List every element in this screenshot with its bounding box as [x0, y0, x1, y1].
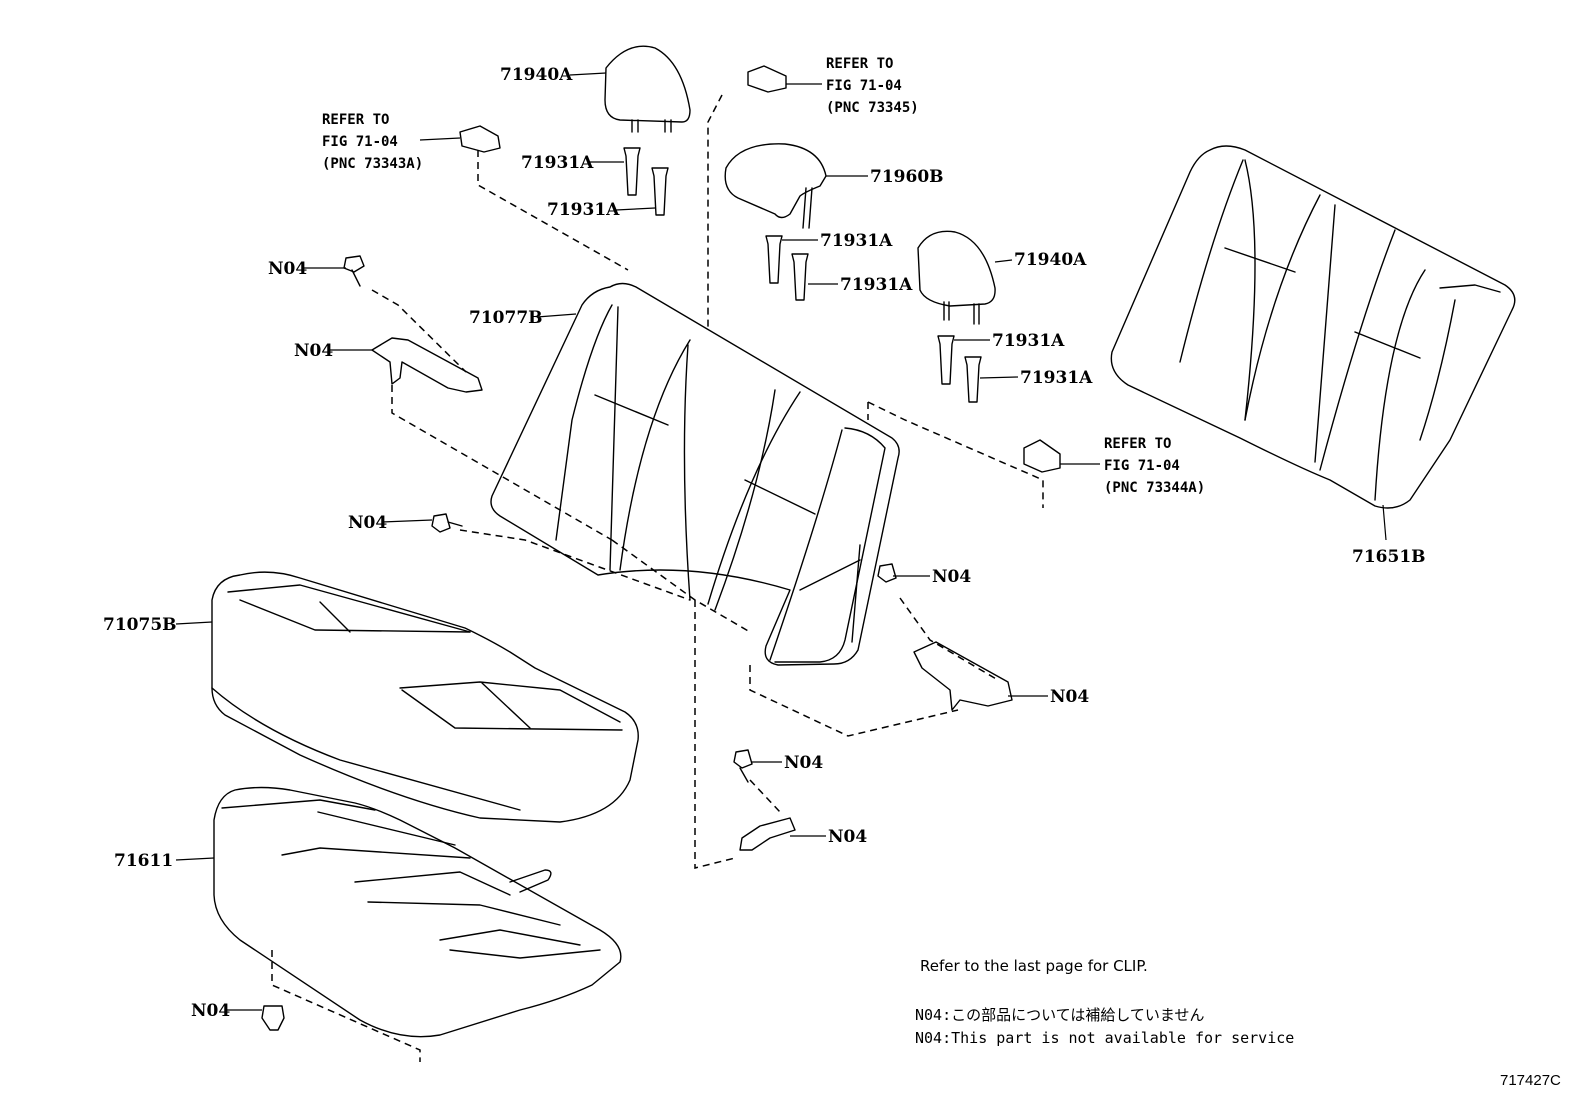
label-n04-bolt-center[interactable]: N04 — [784, 753, 823, 773]
headrest-center-drawing — [724, 143, 827, 229]
refer-center-line1: REFER TO — [826, 56, 893, 72]
label-headrest-center[interactable]: 71960B — [870, 167, 944, 187]
headrest-left-drawing — [604, 45, 691, 133]
label-n04-bolt-upper-left[interactable]: N04 — [268, 259, 307, 279]
refer-left-line1: REFER TO — [322, 112, 389, 128]
cushion-cover-drawing — [213, 786, 622, 1038]
label-headrest-outer-right[interactable]: 71940A — [1014, 250, 1087, 270]
label-cushion-cover[interactable]: 71611 — [114, 851, 173, 871]
seatback-cover-drawing — [1110, 145, 1516, 509]
illustration-id: 717427C — [1500, 1072, 1561, 1089]
label-n04-bolt-mid-left[interactable]: N04 — [348, 513, 387, 533]
brackets-bolts-drawing — [261, 255, 1013, 1031]
seatback-assembly-drawing — [490, 282, 900, 666]
refer-right: REFER TO FIG 71-04 (PNC 73344A) — [1104, 436, 1205, 496]
seat-cushion-drawing — [211, 571, 639, 823]
label-support-5[interactable]: 71931A — [992, 331, 1065, 351]
part-labels: 71940A 71931A 71931A 71960B 71931A 71931… — [103, 65, 1426, 1021]
label-seatback-cover[interactable]: 71651B — [1352, 547, 1426, 567]
refer-center-line3: (PNC 73345) — [826, 100, 919, 116]
label-n04-clip-bottom[interactable]: N04 — [191, 1001, 230, 1021]
headrest-supports-drawing — [623, 147, 982, 403]
assembly-dashed-lines — [271, 94, 1044, 1062]
label-n04-bracket-center[interactable]: N04 — [828, 827, 867, 847]
label-seatback-assy[interactable]: 71077B — [469, 308, 543, 328]
label-cushion-assy[interactable]: 71075B — [103, 615, 177, 635]
label-n04-bracket-right[interactable]: N04 — [1050, 687, 1089, 707]
label-support-3[interactable]: 71931A — [820, 231, 893, 251]
label-headrest-outer-left[interactable]: 71940A — [500, 65, 573, 85]
headrest-holders-drawing — [459, 65, 1061, 473]
refer-center-line2: FIG 71-04 — [826, 78, 902, 94]
label-n04-bracket-upper-left[interactable]: N04 — [294, 341, 333, 361]
label-n04-bolt-right[interactable]: N04 — [932, 567, 971, 587]
refer-right-line3: (PNC 73344A) — [1104, 480, 1205, 496]
note-n04-jp: N04:この部品については補給していません — [915, 1006, 1204, 1024]
note-n04-en: N04:This part is not available for servi… — [915, 1029, 1294, 1047]
note-clip: Refer to the last page for CLIP. — [920, 957, 1148, 975]
headrest-right-drawing — [917, 230, 996, 325]
leader-lines — [175, 72, 1387, 1011]
refer-right-line2: FIG 71-04 — [1104, 458, 1180, 474]
footnotes: Refer to the last page for CLIP. N04:この部… — [915, 957, 1561, 1089]
refer-right-line1: REFER TO — [1104, 436, 1171, 452]
refer-center: REFER TO FIG 71-04 (PNC 73345) — [826, 56, 919, 116]
label-support-2[interactable]: 71931A — [547, 200, 620, 220]
refer-left-line2: FIG 71-04 — [322, 134, 398, 150]
label-support-6[interactable]: 71931A — [1020, 368, 1093, 388]
refer-left: REFER TO FIG 71-04 (PNC 73343A) — [322, 112, 423, 172]
label-support-1[interactable]: 71931A — [521, 153, 594, 173]
refer-left-line3: (PNC 73343A) — [322, 156, 423, 172]
label-support-4[interactable]: 71931A — [840, 275, 913, 295]
